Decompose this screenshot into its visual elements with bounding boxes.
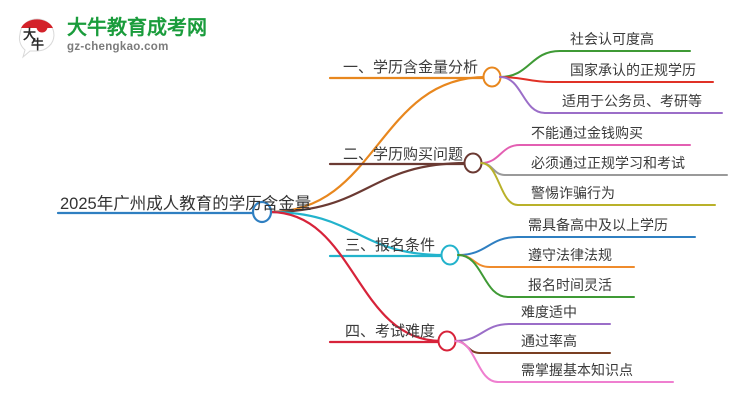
svg-text:大: 大 xyxy=(23,27,36,42)
mindmap-node-dot[interactable] xyxy=(463,152,483,174)
leaf-node-label-4-2[interactable]: 通过率高 xyxy=(521,333,577,349)
mindmap-node-dot[interactable] xyxy=(437,330,457,352)
branch-node-label-2[interactable]: 二、学历购买问题 xyxy=(343,146,464,163)
mindmap-edge xyxy=(480,162,506,176)
mindmap-edge xyxy=(499,76,546,114)
mindmap-edge xyxy=(457,254,509,298)
leaf-node-label-2-3[interactable]: 警惕诈骗行为 xyxy=(531,185,615,201)
site-logo[interactable]: 大 牛 大牛教育成考网 gz-chengkao.com xyxy=(14,10,207,62)
logo-mark-icon: 大 牛 xyxy=(14,13,60,59)
mindmap-edge xyxy=(454,340,481,354)
leaf-node-label-1-2[interactable]: 国家承认的正规学历 xyxy=(570,62,696,78)
logo-title: 大牛教育成考网 xyxy=(67,17,207,40)
mindmap-edge xyxy=(499,76,554,83)
leaf-node-label-2-1[interactable]: 不能通过金钱购买 xyxy=(531,125,643,141)
branch-node-label-1[interactable]: 一、学历含金量分析 xyxy=(343,59,479,76)
mindmap-edge xyxy=(454,323,511,342)
leaf-node-label-1-1[interactable]: 社会认可度高 xyxy=(570,31,654,47)
mindmap-node-dot[interactable] xyxy=(482,66,502,88)
mindmap-edge xyxy=(457,254,491,268)
mindmap-edge xyxy=(454,340,499,383)
mindmap-edge xyxy=(268,75,488,214)
leaf-node-label-3-2[interactable]: 遵守法律法规 xyxy=(528,247,612,263)
mindmap-edge xyxy=(499,50,561,78)
leaf-node-label-1-3[interactable]: 适用于公务员、考研等 xyxy=(562,93,702,109)
leaf-node-label-3-1[interactable]: 需具备高中及以上学历 xyxy=(528,217,668,233)
leaf-node-label-2-2[interactable]: 必须通过正规学习和考试 xyxy=(531,155,685,171)
branch-node-label-3[interactable]: 三、报名条件 xyxy=(345,237,436,254)
leaf-node-label-4-1[interactable]: 难度适中 xyxy=(521,304,577,320)
mindmap-edge xyxy=(480,144,521,164)
leaf-node-label-4-3[interactable]: 需掌握基本知识点 xyxy=(521,362,633,378)
branch-node-label-4[interactable]: 四、考试难度 xyxy=(345,323,436,340)
mindmap-node-dot[interactable] xyxy=(440,244,460,266)
mindmap-edge xyxy=(480,162,519,206)
leaf-node-label-3-3[interactable]: 报名时间灵活 xyxy=(528,277,612,293)
logo-subtitle: gz-chengkao.com xyxy=(67,41,169,54)
root-node-label[interactable]: 2025年广州成人教育的学历含金量 xyxy=(60,195,312,213)
mindmap-edge xyxy=(457,236,519,256)
svg-text:牛: 牛 xyxy=(31,37,44,52)
mindmap-edge xyxy=(268,210,443,343)
